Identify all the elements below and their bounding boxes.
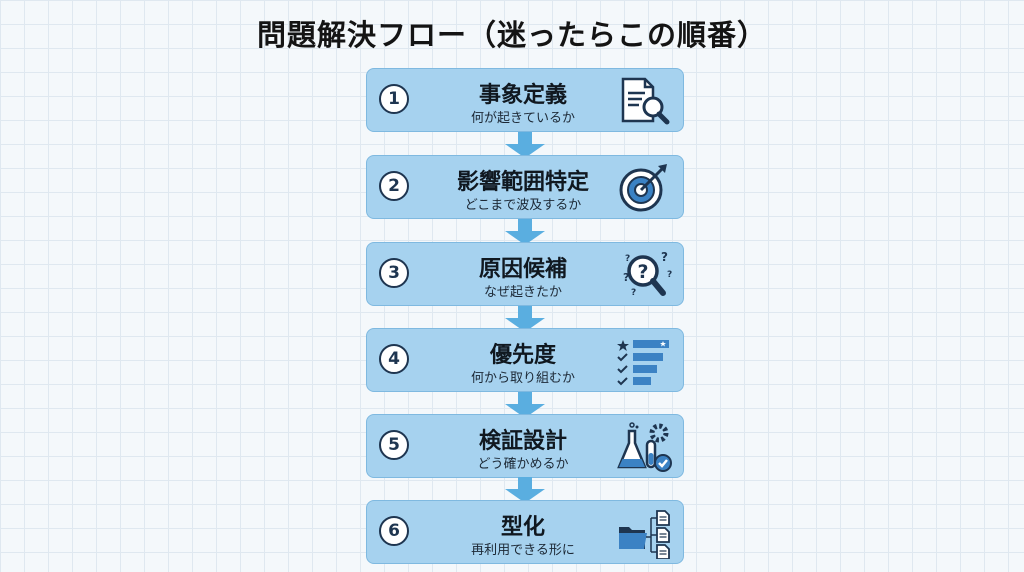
step-3-title: 原因候補 [478, 257, 567, 282]
svg-text:?: ? [661, 250, 668, 264]
flow-arrow-3 [505, 306, 545, 332]
step-5-title: 検証設計 [478, 429, 567, 454]
step-4-number: 4 [379, 344, 409, 374]
diagram-title: 問題解決フロー（迷ったらこの順番） [256, 18, 767, 52]
document-search-icon [621, 77, 670, 125]
flow-arrow-1 [505, 132, 545, 158]
svg-text:?: ? [637, 261, 648, 283]
step-4-title: 優先度 [489, 343, 556, 368]
step-6-box: 6 型化 再利用できる形に [366, 500, 684, 564]
svg-text:?: ? [667, 270, 672, 280]
step-2-subtitle: どこまで波及するか [464, 198, 582, 213]
target-icon [619, 164, 667, 212]
step-1-number: 1 [379, 84, 409, 114]
step-3-number: 3 [379, 258, 409, 288]
step-6-title: 型化 [500, 515, 545, 540]
folder-documents-icon [619, 510, 670, 559]
step-5-number: 5 [379, 430, 409, 460]
flow-arrow-2 [505, 219, 545, 245]
step-4-subtitle: 何から取り組むか [470, 371, 575, 386]
step-1-subtitle: 何が起きているか [470, 111, 575, 126]
step-1-title: 事象定義 [478, 83, 567, 108]
priority-list-icon [617, 340, 669, 386]
lab-flask-icon [617, 422, 672, 472]
step-5-subtitle: どう確かめるか [477, 457, 569, 472]
step-1-box: 1 事象定義 何が起きているか [366, 68, 684, 132]
svg-text:?: ? [631, 288, 636, 298]
step-6-subtitle: 再利用できる形に [471, 543, 575, 558]
step-3-subtitle: なぜ起きたか [483, 285, 562, 300]
question-magnifier-icon: ? ? ? ? ? ? [623, 250, 672, 298]
svg-text:?: ? [625, 254, 630, 264]
step-3-box: 3 原因候補 なぜ起きたか ? ? ? ? ? ? [366, 242, 684, 306]
step-2-title: 影響範囲特定 [456, 170, 589, 195]
step-4-box: 4 優先度 何から取り組むか [366, 328, 684, 392]
step-6-number: 6 [379, 516, 409, 546]
flow-arrow-5 [505, 477, 545, 503]
step-5-box: 5 検証設計 どう確かめるか [366, 414, 684, 478]
step-2-number: 2 [379, 171, 409, 201]
svg-text:?: ? [623, 271, 629, 284]
flow-arrow-4 [505, 392, 545, 418]
step-2-box: 2 影響範囲特定 どこまで波及するか [366, 155, 684, 219]
